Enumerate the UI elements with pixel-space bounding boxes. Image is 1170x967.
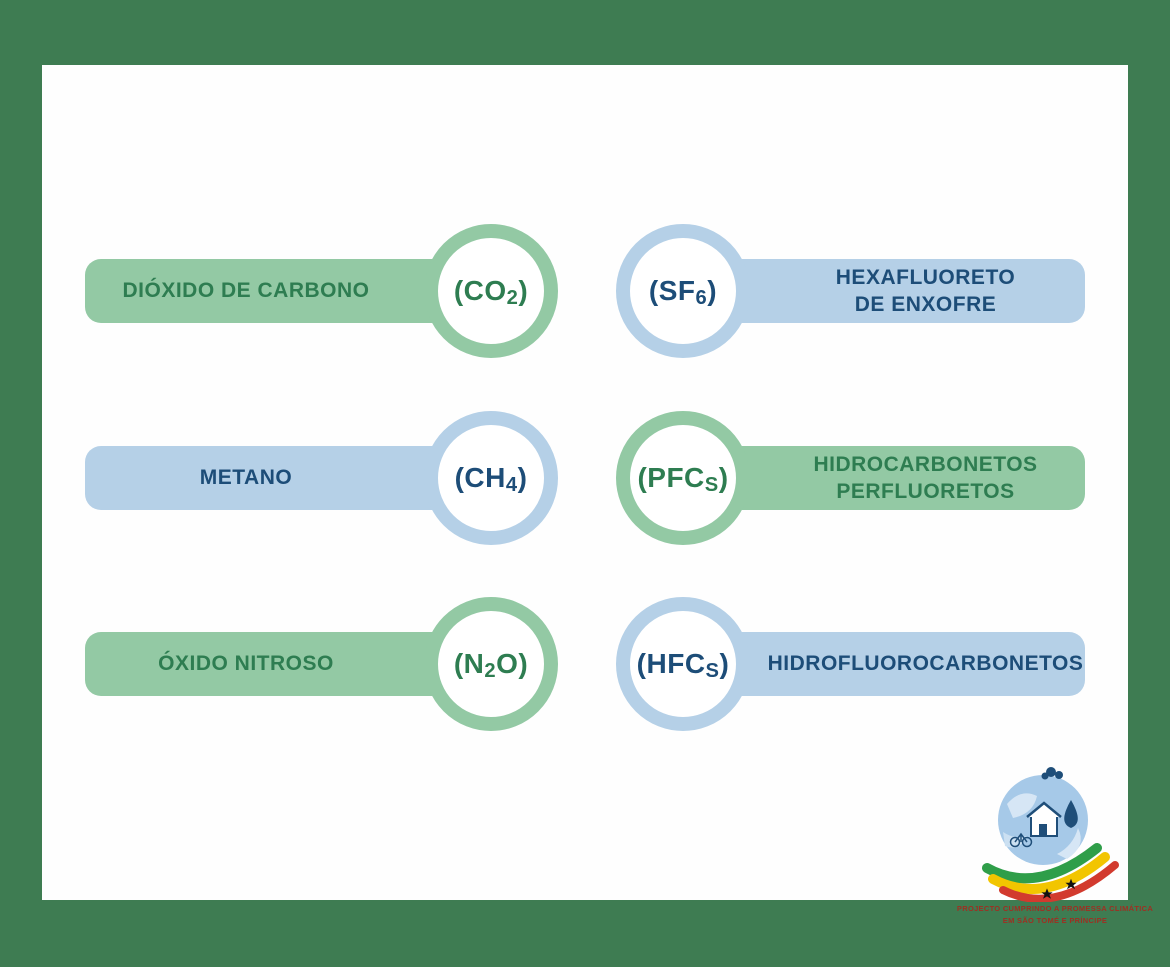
- gas-formula: (HFCS): [636, 648, 730, 683]
- gas-label-line2: DE ENXOFRE: [854, 293, 997, 316]
- gas-formula: (CO2): [453, 275, 529, 310]
- gas-label: ÓXIDO NITROSO: [158, 652, 334, 676]
- gas-label-bar: METANO: [85, 446, 455, 510]
- gas-label: METANO: [199, 466, 293, 490]
- caption-line-1: PROJECTO CUMPRINDO A PROMESSA CLIMÁTICA: [956, 904, 1154, 913]
- gas-formula-circle: (SF6): [616, 224, 750, 358]
- caption-line-2: EM SÃO TOMÉ E PRÍNCIPE: [1002, 916, 1108, 925]
- gas-formula: (SF6): [648, 275, 718, 310]
- gas-formula: (CH4): [454, 462, 528, 497]
- gas-label-bar: HIDROFLUOROCARBONETOS: [718, 632, 1085, 696]
- gas-label-line2: PERFLUORETOS: [836, 480, 1015, 503]
- gas-label-bar: HEXAFLUORETO DE ENXOFRE: [718, 259, 1085, 323]
- gas-label: HIDROCARBONETOS: [813, 452, 1038, 476]
- gas-label-bar: ÓXIDO NITROSO: [85, 632, 455, 696]
- gas-formula-circle: (CO2): [424, 224, 558, 358]
- gas-formula: (PFCS): [637, 462, 729, 497]
- globe-leaf-icon: [982, 767, 1119, 903]
- gas-formula-circle: (N2O): [424, 597, 558, 731]
- gas-label: HIDROFLUOROCARBONETOS: [767, 652, 1084, 676]
- project-logo: [975, 762, 1125, 903]
- gas-formula-circle: (PFCS): [616, 411, 750, 545]
- gas-label: HEXAFLUORETO: [835, 265, 1016, 289]
- project-logo-caption: PROJECTO CUMPRINDO A PROMESSA CLIMÁTICA …: [950, 903, 1160, 927]
- gas-label-bar: DIÓXIDO DE CARBONO: [85, 259, 455, 323]
- gas-formula-circle: (HFCS): [616, 597, 750, 731]
- gas-label: DIÓXIDO DE CARBONO: [122, 279, 370, 303]
- content-panel: DIÓXIDO DE CARBONO (CO2) HEXAFLUORETO DE…: [42, 65, 1128, 900]
- gas-label-bar: HIDROCARBONETOS PERFLUORETOS: [718, 446, 1085, 510]
- gas-formula: (N2O): [453, 648, 529, 683]
- gas-formula-circle: (CH4): [424, 411, 558, 545]
